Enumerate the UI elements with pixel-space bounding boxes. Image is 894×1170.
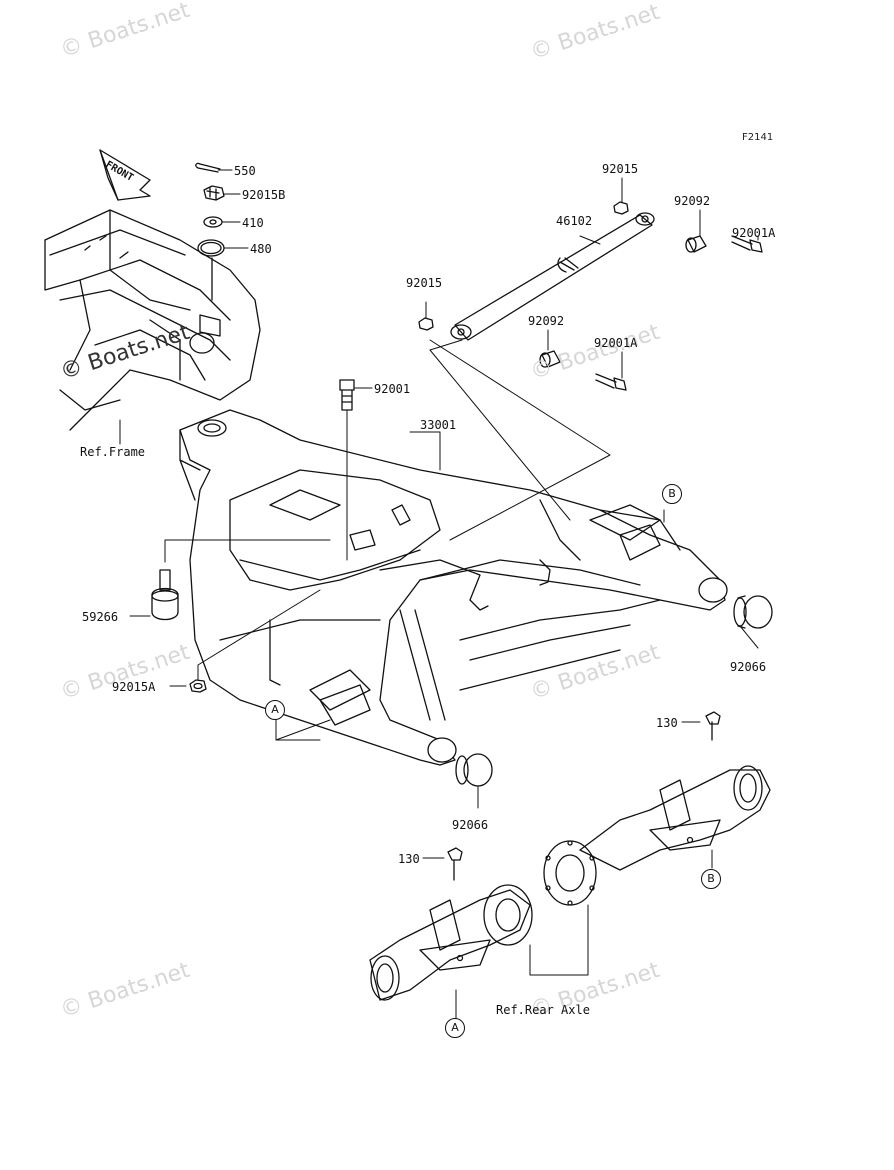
- swingarm-drawing: [179, 409, 728, 766]
- ref-frame-label: Ref.Frame: [80, 445, 146, 459]
- label-92066-right: 92066: [730, 660, 767, 674]
- label-130-left: 130: [398, 852, 420, 866]
- ref-rear-axle-label: Ref.Rear Axle: [496, 1003, 590, 1017]
- bushing-92092-mid-icon: [539, 350, 561, 368]
- washer-icon: [203, 216, 223, 228]
- bolt-92001-icon: [339, 379, 355, 411]
- label-92001A-top: 92001A: [732, 226, 776, 240]
- label-92015B: 92015B: [242, 188, 286, 202]
- label-130-right: 130: [656, 716, 678, 730]
- label-92015-mid: 92015: [406, 276, 443, 290]
- nut-92015-top-icon: [613, 201, 629, 215]
- circlip-icon: [197, 239, 225, 257]
- label-92066-bottom: 92066: [452, 818, 489, 832]
- label-46102: 46102: [556, 214, 593, 228]
- nut-92015A-icon: [189, 679, 207, 693]
- bolt-92001A-top-icon: [731, 235, 763, 253]
- axle-housing-right-drawing: [579, 711, 771, 871]
- label-550: 550: [234, 164, 256, 178]
- ref-frame-drawing: [44, 209, 261, 431]
- bushing-92092-top-icon: [685, 235, 707, 253]
- callout-b-bottom: B: [701, 869, 721, 889]
- label-92001: 92001: [374, 382, 411, 396]
- label-92092-top: 92092: [674, 194, 711, 208]
- cap-92066-right-icon: [733, 595, 773, 629]
- diagram-code: F2141: [742, 132, 774, 143]
- hub-flange-icon: [543, 840, 597, 906]
- label-480: 480: [250, 242, 272, 256]
- tie-rod-drawing: [450, 212, 655, 341]
- callout-a-top: A: [265, 700, 285, 720]
- axle-housing-left-drawing: [369, 847, 533, 1001]
- cotter-pin-icon: [195, 162, 221, 173]
- label-59266: 59266: [82, 610, 119, 624]
- cap-92066-bottom-icon: [455, 753, 493, 787]
- label-92092-mid: 92092: [528, 314, 565, 328]
- callout-b-top: B: [662, 484, 682, 504]
- front-arrow-icon: [99, 149, 151, 201]
- label-92015A: 92015A: [112, 680, 156, 694]
- label-410: 410: [242, 216, 264, 230]
- callout-a-bottom: A: [445, 1018, 465, 1038]
- bolt-92001A-mid-icon: [595, 373, 627, 391]
- castle-nut-icon: [203, 185, 225, 201]
- stopper-59266-icon: [151, 569, 179, 621]
- label-92015-top: 92015: [602, 162, 639, 176]
- nut-92015-mid-icon: [418, 317, 434, 331]
- label-33001: 33001: [420, 418, 457, 432]
- label-92001A-mid: 92001A: [594, 336, 638, 350]
- leader-lines: [119, 169, 759, 1019]
